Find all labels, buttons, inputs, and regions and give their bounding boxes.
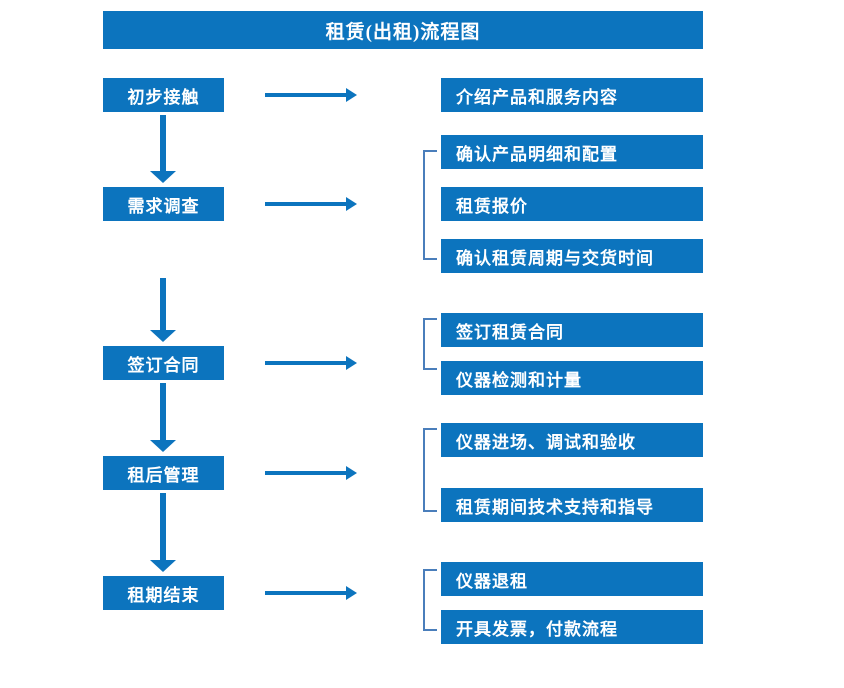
link-arrow-right-5 (265, 585, 357, 601)
stage-box-3[interactable]: 签订合同 (103, 346, 224, 380)
arrow-shaft (160, 115, 166, 172)
arrow-head (346, 586, 357, 600)
link-arrow-right-3 (265, 355, 357, 371)
detail-box-6[interactable]: 仪器检测和计量 (441, 361, 703, 395)
arrow-shaft (265, 361, 347, 365)
arrow-head (150, 330, 176, 342)
arrow-shaft (160, 278, 166, 331)
detail-box-8[interactable]: 租赁期间技术支持和指导 (441, 488, 703, 522)
arrow-head (150, 560, 176, 572)
detail-box-4[interactable]: 确认租赁周期与交货时间 (441, 239, 703, 273)
arrow-shaft (265, 202, 347, 206)
group-bracket-4 (423, 428, 437, 512)
arrow-shaft (160, 493, 166, 561)
detail-box-9[interactable]: 仪器退租 (441, 562, 703, 596)
stage-box-5[interactable]: 租期结束 (103, 576, 224, 610)
page-title: 租赁(出租)流程图 (103, 11, 703, 49)
arrow-head (346, 356, 357, 370)
link-arrow-right-2 (265, 196, 357, 212)
link-arrow-right-4 (265, 465, 357, 481)
arrow-head (150, 171, 176, 183)
arrow-head (150, 440, 176, 452)
arrow-head (346, 197, 357, 211)
arrow-shaft (160, 383, 166, 441)
flow-arrow-down-1 (150, 115, 176, 183)
flow-arrow-down-4 (150, 493, 176, 572)
group-bracket-2 (423, 150, 437, 260)
detail-box-5[interactable]: 签订租赁合同 (441, 313, 703, 347)
group-bracket-3 (423, 318, 437, 370)
stage-box-1[interactable]: 初步接触 (103, 78, 224, 112)
detail-box-1[interactable]: 介绍产品和服务内容 (441, 78, 703, 112)
stage-box-2[interactable]: 需求调查 (103, 187, 224, 221)
flow-arrow-down-2 (150, 278, 176, 342)
link-arrow-right-1 (265, 87, 357, 103)
stage-box-4[interactable]: 租后管理 (103, 456, 224, 490)
group-bracket-5 (423, 569, 437, 631)
arrow-head (346, 88, 357, 102)
arrow-head (346, 466, 357, 480)
arrow-shaft (265, 471, 347, 475)
detail-box-3[interactable]: 租赁报价 (441, 187, 703, 221)
flow-arrow-down-3 (150, 383, 176, 452)
arrow-shaft (265, 591, 347, 595)
detail-box-10[interactable]: 开具发票，付款流程 (441, 610, 703, 644)
detail-box-7[interactable]: 仪器进场、调试和验收 (441, 423, 703, 457)
arrow-shaft (265, 93, 347, 97)
detail-box-2[interactable]: 确认产品明细和配置 (441, 135, 703, 169)
